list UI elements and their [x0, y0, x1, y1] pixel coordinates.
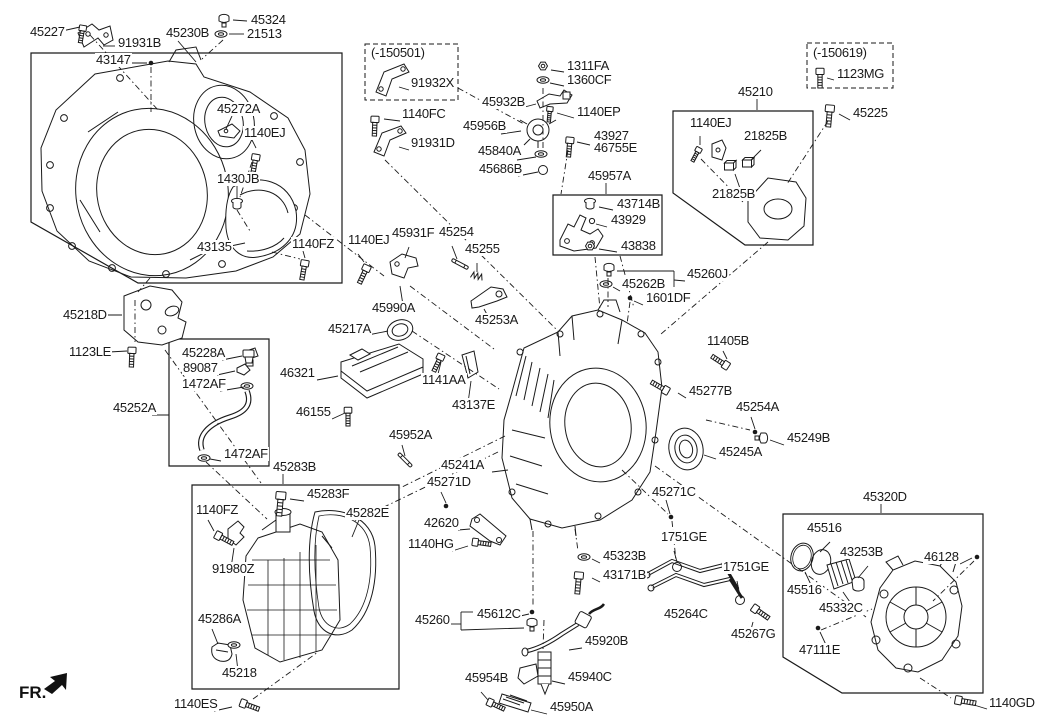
lever-45932b-drawing — [537, 90, 572, 108]
bracket-91931d-drawing — [374, 126, 406, 156]
grommet-icon — [584, 197, 596, 210]
spring-icon — [469, 271, 485, 281]
lever-45253a-drawing — [471, 287, 507, 308]
variant-box-150501 — [365, 44, 458, 100]
bolt-icon — [815, 67, 825, 89]
dot-icon — [529, 609, 535, 615]
bolt-icon — [545, 105, 554, 123]
washer-icon — [214, 30, 228, 38]
bracket-45950a-drawing — [499, 694, 531, 712]
lever-42620-drawing — [470, 514, 506, 545]
plug-icon — [603, 262, 615, 277]
bolt-icon — [126, 346, 137, 368]
cube-icon — [724, 160, 737, 171]
bolt-icon — [297, 259, 310, 281]
rear-cover-box — [783, 514, 983, 693]
oil-pan-box — [192, 485, 399, 689]
dot-icon — [974, 554, 980, 560]
dot-icon — [815, 625, 821, 631]
bolt-icon — [248, 153, 261, 175]
bolt-icon — [749, 603, 772, 623]
bracket-91931b-drawing — [78, 24, 113, 47]
gasket-45282e-drawing — [309, 510, 375, 634]
washer-icon — [534, 150, 548, 158]
bolt-icon — [953, 694, 977, 708]
bracket-45957a-drawing — [560, 215, 603, 251]
nut-icon — [585, 241, 595, 251]
sensor-45940c-drawing — [518, 652, 551, 694]
rear-cover-drawing — [871, 556, 962, 672]
pipes-45264c-drawing — [644, 561, 742, 598]
hose-assembly-box — [169, 339, 269, 466]
plug-icon — [754, 432, 769, 444]
bolt-icon — [355, 263, 372, 286]
variant-box-150619 — [807, 43, 893, 88]
nut-icon — [538, 61, 548, 71]
bracket-45272a-drawing — [218, 124, 240, 138]
bolt-icon — [572, 571, 585, 595]
fr-direction-arrow — [44, 673, 67, 694]
bolt-icon — [689, 145, 703, 164]
bolt-icon — [369, 115, 380, 137]
washer-icon — [577, 553, 591, 561]
washer-icon — [227, 641, 241, 649]
transaxle-case-drawing — [502, 300, 662, 536]
oring-icon — [538, 165, 548, 175]
washer-icon — [240, 382, 254, 390]
bolt-icon — [709, 352, 732, 371]
bolt-icon — [563, 136, 575, 158]
mount-45210-box — [673, 111, 813, 245]
oil-filter-46321-drawing — [341, 344, 423, 398]
washer-icon — [599, 280, 613, 288]
bell-housing-box — [31, 53, 342, 283]
dot-icon — [443, 503, 449, 509]
fr-label: FR. — [19, 683, 47, 702]
bolt-icon — [429, 352, 446, 374]
pin-icon — [450, 257, 470, 271]
part-45228a-drawing — [243, 350, 254, 363]
grommet-icon — [231, 197, 243, 210]
mount-45210-drawing — [712, 140, 806, 240]
part-43137e-drawing — [462, 351, 478, 378]
tube-45920b-drawing — [522, 604, 604, 656]
washer-icon — [536, 76, 550, 84]
dot-icon — [668, 514, 674, 520]
part-89087-drawing — [237, 364, 250, 375]
plug-icon — [526, 617, 538, 632]
part-45286a-drawing — [212, 643, 232, 661]
dot-icon — [752, 429, 758, 435]
bolt-icon — [823, 104, 836, 128]
seal-45245a-drawing — [665, 425, 707, 473]
bolt-icon — [238, 698, 261, 714]
washer-icon — [197, 454, 211, 462]
bolt-icon — [648, 378, 672, 396]
bracket-91932x-drawing — [376, 64, 409, 96]
heat-shield-drawing — [226, 180, 297, 258]
bracket-45957-box — [553, 195, 662, 255]
bracket-45931f-drawing — [390, 254, 418, 278]
seal-45217a-drawing — [385, 316, 416, 343]
oil-pan-drawing — [243, 509, 340, 663]
solenoid-45956b-drawing — [520, 119, 556, 148]
bolt-icon — [343, 406, 353, 427]
plug-43253b-drawing — [852, 577, 864, 591]
plug-icon — [218, 13, 230, 28]
bracket-45218d-drawing — [124, 286, 186, 345]
piston-45332c-drawing — [827, 559, 856, 589]
dot-icon — [148, 60, 154, 66]
